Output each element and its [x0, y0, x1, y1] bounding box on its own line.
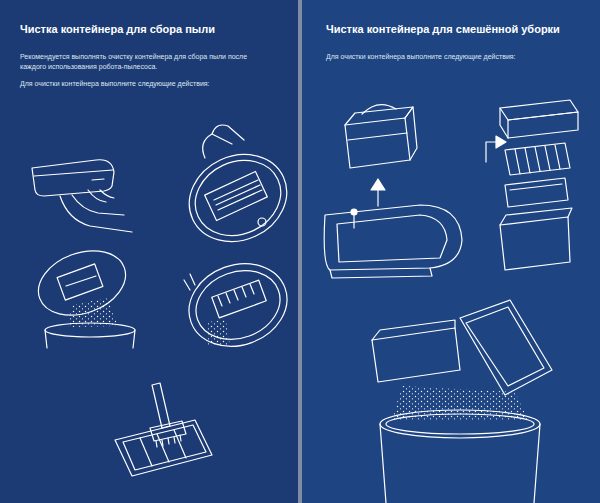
finger — [88, 190, 106, 202]
hand — [60, 196, 132, 232]
bin-edge — [66, 276, 96, 286]
tray — [505, 178, 568, 207]
hand — [212, 125, 244, 140]
container-rim — [372, 320, 455, 340]
brush-bristles — [156, 435, 181, 447]
hand — [203, 134, 232, 158]
robot-body — [324, 205, 462, 270]
section-heading: Чистка контейнера для смешённой уборки — [326, 22, 570, 36]
right-panel-ground — [302, 0, 600, 503]
robot-body — [175, 139, 301, 257]
bin-slot — [92, 179, 104, 180]
dust-bin — [32, 160, 114, 196]
dust-particles — [392, 386, 528, 420]
robot-rim — [186, 259, 289, 350]
container-emptying — [372, 300, 552, 503]
robot-rim — [183, 147, 293, 249]
robot-base — [324, 205, 462, 278]
container-body — [372, 328, 460, 382]
container-handle — [362, 105, 396, 114]
filter-cleaning — [115, 383, 212, 476]
bin-edge — [34, 170, 113, 176]
filter-ribs — [515, 145, 560, 174]
filter-inner — [123, 425, 206, 470]
roller-brush — [212, 280, 267, 318]
brush-bristles — [218, 284, 254, 306]
finger — [100, 190, 114, 198]
brush-handle — [152, 383, 170, 428]
wheel — [258, 218, 266, 226]
latch-knob — [351, 209, 357, 215]
filter-frame — [115, 420, 212, 476]
lid-side — [500, 108, 508, 138]
container-seam — [348, 133, 407, 140]
instruction-text: Для очистки контейнера выполните следующ… — [326, 52, 570, 62]
tray-edge — [510, 184, 562, 190]
robot-body — [29, 239, 134, 326]
container-bay — [337, 215, 447, 262]
water-tank — [500, 217, 570, 270]
tank-top — [500, 208, 572, 225]
robot-emptying — [29, 239, 135, 348]
instruction-panel: Чистка контейнера для сбора пылиРекоменд… — [0, 0, 298, 503]
brush-bay — [205, 171, 268, 220]
hand — [72, 195, 124, 215]
section-heading: Чистка контейнера для сбора пыли — [20, 22, 268, 36]
robot-bottom — [330, 268, 432, 278]
trash-can-side — [45, 330, 135, 348]
bin-bay — [57, 264, 103, 300]
left-panel-ground — [0, 0, 298, 503]
filter — [505, 143, 570, 175]
dust-bin-in-hand — [32, 160, 132, 232]
container-lid — [460, 300, 552, 395]
latch — [353, 214, 354, 228]
container-top — [345, 107, 413, 125]
container-front — [345, 118, 410, 168]
container-exploded — [486, 100, 578, 270]
lid-front — [508, 112, 578, 138]
remove-arrow-head — [496, 136, 506, 148]
robot-brush — [177, 250, 298, 359]
instruction-text: Рекомендуется выполнять очистку контейне… — [20, 52, 268, 71]
trash-can-side — [380, 424, 540, 503]
robot-body — [177, 250, 298, 359]
instruction-panel: Чистка контейнера для смешённой уборкиДл… — [302, 0, 600, 503]
brush-bristles — [214, 180, 262, 210]
hand — [184, 274, 195, 290]
instruction-text: Для очистки контейнера выполните следующ… — [20, 79, 268, 89]
dust-particles — [206, 320, 230, 346]
mixed-container-lifted — [345, 105, 417, 206]
lift-arrow-head — [371, 179, 385, 190]
dust-particles — [68, 298, 118, 327]
lid-inner — [466, 307, 544, 386]
robot-tilted — [175, 125, 301, 257]
